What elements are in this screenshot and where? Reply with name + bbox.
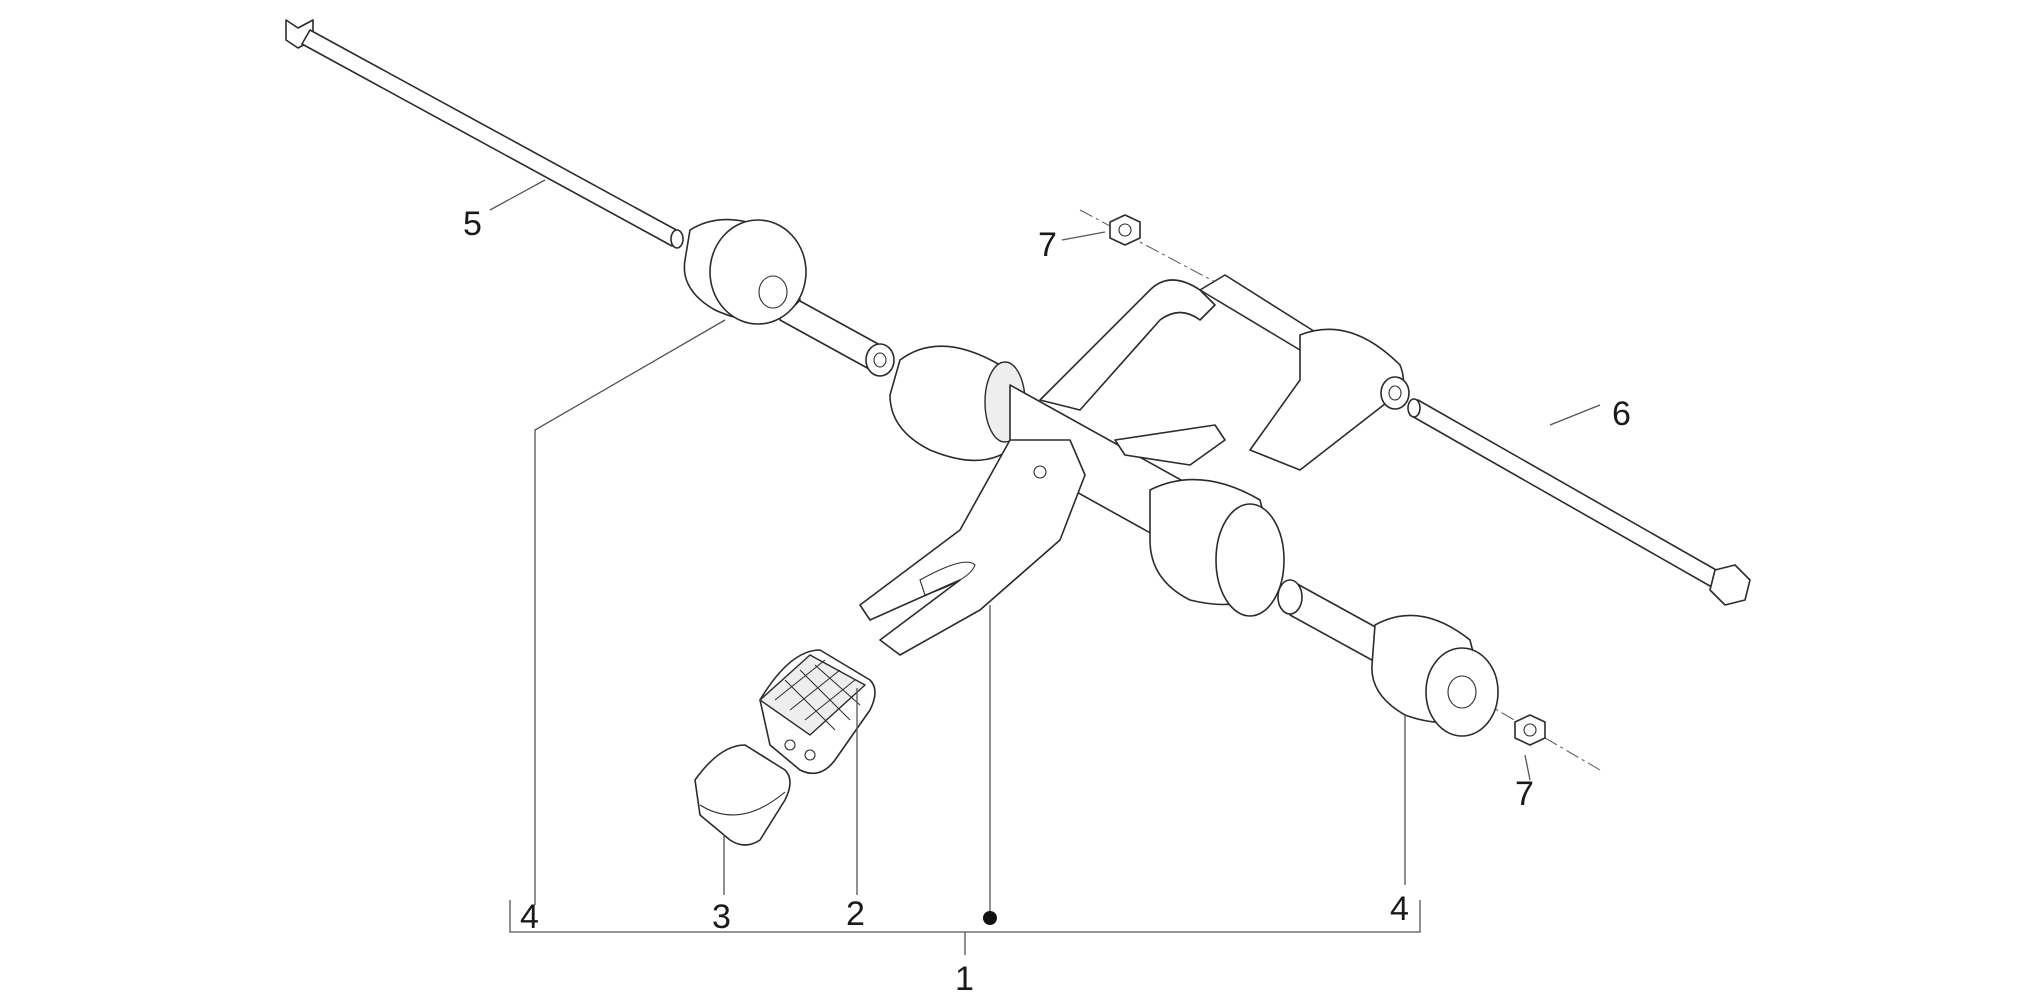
- callout-2: 2: [846, 895, 865, 933]
- callout-3: 3: [712, 898, 731, 936]
- part-2-grooved-pad: [758, 649, 876, 775]
- part-4-right-bushing: [1277, 579, 1499, 737]
- callout-4-right: 4: [1390, 890, 1409, 928]
- callout-6: 6: [1612, 395, 1631, 433]
- callout-7-bottom: 7: [1515, 775, 1534, 813]
- part-7-nut-bottom: [1514, 714, 1546, 746]
- callout-1: 1: [955, 960, 974, 992]
- callout-5: 5: [463, 205, 482, 243]
- callout-7-top: 7: [1038, 226, 1057, 264]
- callout-4-left: 4: [520, 898, 539, 936]
- part-4-left-bushing: [683, 218, 895, 377]
- part-6-right-bolt: [1407, 398, 1751, 606]
- part-1-swingarm: [859, 274, 1410, 656]
- part-7-nut-top: [1109, 214, 1141, 246]
- assembly-dot-marker: [983, 911, 997, 925]
- part-5-long-bolt: [285, 19, 684, 249]
- leader-lines: [489, 179, 1601, 955]
- callout-labels: 5 7 6 7 4 3 2 4 1: [463, 205, 1631, 992]
- part-3-rubber-pad: [694, 744, 791, 846]
